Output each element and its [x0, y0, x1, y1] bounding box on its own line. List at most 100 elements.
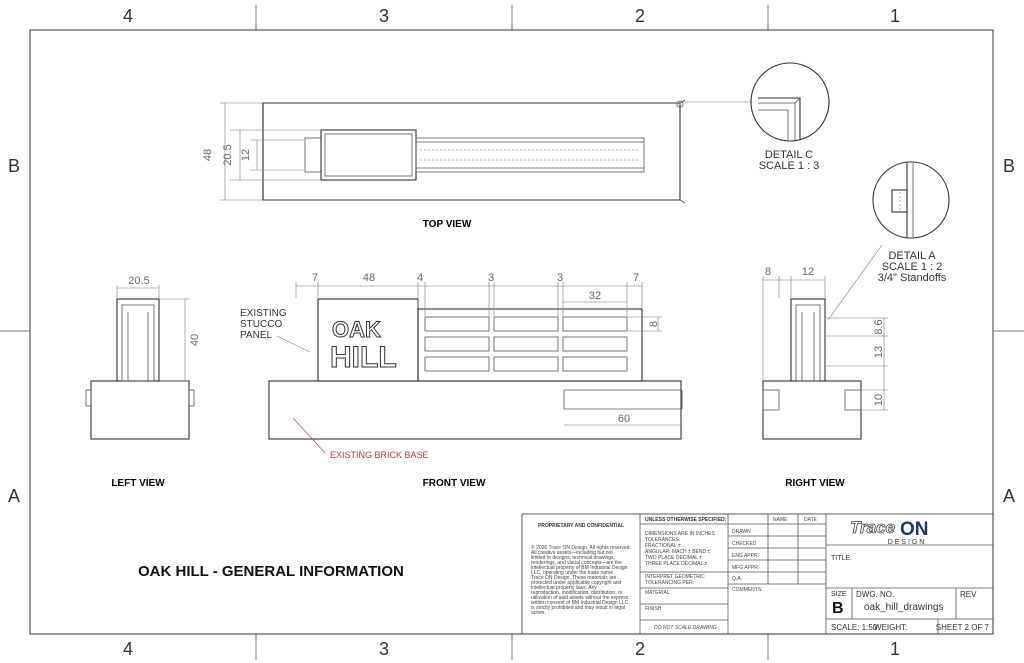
- right-view: 8 12 8.6 13 10: [762, 266, 888, 440]
- proprietary-line: written consent of BM Industrial Design …: [531, 600, 629, 606]
- left-view: 20.5 40: [85, 275, 201, 440]
- dim-right-8-6: 8.6: [873, 319, 885, 334]
- approval-row: DRAWN: [732, 529, 751, 535]
- proprietary-line: All creative assets—including but not: [531, 550, 613, 556]
- zone-col-2-top: 2: [635, 6, 645, 26]
- zone-ticks: [0, 5, 1024, 660]
- callout-brick-base: EXISTING BRICK BASE: [330, 450, 429, 460]
- dim-top-20-5: 20.5: [222, 144, 234, 165]
- detail-a-note: 3/4" Standoffs: [878, 272, 947, 284]
- spec-line: THREE PLACE DECIMAL ±: [645, 561, 708, 567]
- dim-left-40: 40: [189, 334, 201, 346]
- unless-specified: UNLESS OTHERWISE SPECIFIED:: [645, 517, 727, 523]
- dim-right-10: 10: [873, 394, 885, 406]
- spec-line: DIMENSIONS ARE IN INCHES: [645, 531, 715, 537]
- proprietary-line: © 2026 Trace ON Design. All rights reser…: [531, 544, 631, 551]
- rev-label: REV: [960, 590, 977, 599]
- detail-a-scale: SCALE 1 : 2: [882, 261, 943, 273]
- detail-c-title: DETAIL C: [765, 149, 813, 161]
- callout-stucco-line2: STUCCO: [240, 319, 282, 330]
- weight-text: WEIGHT:: [874, 623, 907, 632]
- proprietary-line: reproduction, modification, distribution…: [531, 590, 623, 596]
- zone-col-1-top: 1: [890, 6, 900, 26]
- finish-label: FINISH: [645, 606, 662, 612]
- callout-stucco-line3: PANEL: [240, 330, 272, 341]
- dim-top-12: 12: [240, 149, 252, 161]
- approvals-name-header: NAME: [773, 517, 788, 523]
- proprietary-line: protected under applicable copyright and: [531, 580, 622, 586]
- zone-col-2-bottom: 2: [635, 639, 645, 659]
- interpret-line: INTERPRET GEOMETRIC: [645, 574, 705, 580]
- title-block: PROPRIETARY AND CONFIDENTIAL © 2026 Trac…: [521, 513, 994, 635]
- top-view: 48 20.5 12: [202, 99, 686, 204]
- proprietary-line: Trace ON Design. These materials are: [531, 575, 617, 581]
- zone-col-3-bottom: 3: [379, 639, 389, 659]
- proprietary-line: renderings, and visual concepts—are the: [531, 560, 622, 566]
- sign-text-hill: HILL: [330, 341, 397, 374]
- sheet-text: SHEET 2 OF 7: [936, 623, 990, 632]
- front-view: OAK HILL 7 48 4 3 3 7 32 8 60 EXISTING S…: [240, 272, 683, 460]
- approval-row: Q.A.: [732, 576, 742, 582]
- title-label: TITLE:: [831, 555, 852, 562]
- logo-design: D E S I G N: [888, 539, 925, 546]
- dim-front-32: 32: [589, 290, 601, 302]
- front-view-label: FRONT VIEW: [423, 478, 486, 489]
- dim-front-7b: 7: [633, 272, 639, 284]
- dim-front-3b: 3: [557, 272, 563, 284]
- zone-col-3-top: 3: [379, 6, 389, 26]
- material-label: MATERIAL: [645, 590, 670, 596]
- zone-row-a-left: A: [8, 486, 20, 506]
- zone-row-b-right: B: [1003, 156, 1015, 176]
- dim-front-3a: 3: [488, 272, 494, 284]
- top-view-label: TOP VIEW: [423, 219, 472, 230]
- spec-line: FRACTIONAL ±: [645, 543, 681, 549]
- dim-front-4: 4: [417, 272, 423, 284]
- detail-c: DETAIL C SCALE 1 : 3: [683, 62, 830, 172]
- approval-row: COMMENTS:: [732, 587, 763, 593]
- dim-right-13: 13: [873, 346, 885, 358]
- interpret-line: TOLERANCING PER:: [645, 580, 694, 586]
- approval-row: MFG APPR.: [732, 565, 759, 571]
- zone-labels: 4 3 2 1 4 3 2 1 B A B A: [8, 6, 1015, 659]
- proprietary-line: LLC, operating under the trade name: [531, 570, 613, 576]
- sign-text-oak: OAK: [332, 317, 381, 342]
- do-not-scale: DO NOT SCALE DRAWING: [654, 625, 717, 631]
- dim-left-20-5: 20.5: [128, 275, 149, 287]
- dim-right-12: 12: [802, 266, 814, 278]
- sheet-border: [29, 29, 994, 635]
- proprietary-line: intellectual property of BM Industrial D…: [531, 565, 628, 571]
- approvals-date-header: DATE: [804, 517, 818, 523]
- dim-top-48: 48: [202, 149, 214, 161]
- detail-c-scale: SCALE 1 : 3: [759, 160, 820, 172]
- logo-on: ON: [900, 519, 929, 540]
- proprietary-line: action.: [531, 610, 546, 616]
- proprietary-line: limited to designs, technical drawings,: [531, 555, 615, 561]
- proprietary-line: utilization of said assets without the e…: [531, 595, 629, 601]
- callout-stucco-line1: EXISTING: [240, 308, 287, 319]
- detail-a: DETAIL A SCALE 1 : 2 3/4" Standoffs: [827, 161, 950, 321]
- spec-line: TWO PLACE DECIMAL ±: [645, 555, 702, 561]
- approval-row: ENG APPR.: [732, 553, 759, 559]
- plaque-grid: [424, 316, 628, 372]
- zone-col-1-bottom: 1: [890, 639, 900, 659]
- dwg-no-value: oak_hill_drawings: [864, 602, 944, 613]
- logo-trace: Trace: [850, 518, 895, 537]
- dim-front-60: 60: [618, 413, 630, 425]
- detail-a-title: DETAIL A: [888, 250, 936, 262]
- zone-row-b-left: B: [8, 156, 20, 176]
- proprietary-title: PROPRIETARY AND CONFIDENTIAL: [538, 523, 624, 529]
- dim-front-8: 8: [648, 321, 660, 327]
- dim-right-8: 8: [765, 266, 771, 278]
- approval-row: CHECKED: [732, 541, 757, 547]
- proprietary-line: intellectual property laws. Any: [531, 585, 597, 591]
- zone-col-4-bottom: 4: [123, 639, 133, 659]
- size-label: SIZE: [831, 591, 847, 598]
- spec-line: ANGULAR: MACH ± BEND ±: [645, 549, 710, 555]
- dim-front-7a: 7: [312, 272, 318, 284]
- size-value: B: [832, 600, 844, 617]
- proprietary-line: is strictly prohibited and may result in…: [531, 605, 625, 611]
- left-view-label: LEFT VIEW: [111, 478, 165, 489]
- spec-line: TOLERANCES:: [645, 537, 680, 543]
- dwg-no-label: DWG. NO.: [856, 590, 894, 599]
